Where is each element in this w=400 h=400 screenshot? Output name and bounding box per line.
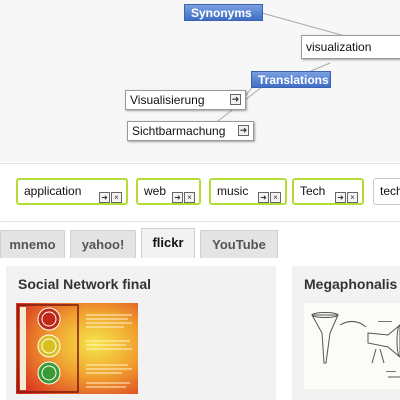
translation-text: Sichtbarmachung (132, 124, 226, 138)
tag-music[interactable]: music ➜× (209, 178, 287, 205)
tab-yahoo[interactable]: yahoo! (70, 230, 136, 258)
tag-label: tech (380, 184, 400, 198)
tab-label: yahoo! (81, 237, 125, 252)
tag-graph: Synonyms visualization Translations Visu… (0, 0, 400, 162)
center-term-node[interactable]: visualization (301, 35, 400, 59)
source-tabs: mnemo yahoo! flickr YouTube (0, 228, 400, 258)
tag-strip: application ➜× web ➜× music ➜× Tech ➜× t… (0, 163, 400, 222)
tab-label: mnemo (9, 237, 56, 252)
x-box-icon[interactable]: × (184, 192, 195, 204)
tag-label: application (24, 184, 82, 198)
arrow-box-icon[interactable]: ➜ (172, 192, 183, 204)
translations-label[interactable]: Translations (251, 71, 331, 88)
tab-mnemo[interactable]: mnemo (0, 230, 65, 258)
x-box-icon[interactable]: × (347, 192, 358, 204)
tag-tech[interactable]: Tech ➜× (292, 178, 364, 205)
result-card[interactable]: Megaphonalis (292, 266, 400, 400)
translations-label-text: Translations (258, 73, 329, 87)
tag-tech-partial[interactable]: tech (373, 178, 400, 205)
synonyms-label[interactable]: Synonyms (184, 4, 263, 21)
center-term-text: visualization (306, 40, 372, 54)
tag-web[interactable]: web ➜× (136, 178, 201, 205)
arrow-box-icon[interactable]: ➜ (258, 192, 269, 204)
translation-text: Visualisierung (130, 93, 205, 107)
x-box-icon[interactable]: × (270, 192, 281, 204)
arrow-box-icon[interactable]: ➜ (230, 94, 241, 105)
tab-flickr[interactable]: flickr (141, 228, 195, 258)
result-thumbnail[interactable] (16, 303, 138, 394)
results-panel: Social Network final (0, 258, 400, 400)
arrow-box-icon[interactable]: ➜ (238, 125, 249, 136)
result-card[interactable]: Social Network final (6, 266, 276, 400)
synonyms-label-text: Synonyms (191, 6, 252, 20)
translation-node-visualisierung[interactable]: Visualisierung ➜ (125, 90, 246, 110)
arrow-box-icon[interactable]: ➜ (99, 192, 110, 204)
tag-application[interactable]: application ➜× (16, 178, 128, 205)
result-thumbnail[interactable] (304, 303, 400, 389)
tag-label: music (217, 184, 249, 198)
link-synonyms-center (261, 12, 346, 37)
tab-label: flickr (152, 235, 184, 250)
tag-label: Tech (300, 184, 326, 198)
arrow-box-icon[interactable]: ➜ (335, 192, 346, 204)
tab-label: YouTube (212, 237, 266, 252)
result-title[interactable]: Social Network final (18, 276, 152, 292)
result-title[interactable]: Megaphonalis (304, 276, 398, 292)
translation-node-sichtbarmachung[interactable]: Sichtbarmachung ➜ (127, 121, 254, 141)
tab-youtube[interactable]: YouTube (200, 230, 278, 258)
tag-label: web (144, 184, 167, 198)
x-box-icon[interactable]: × (111, 192, 122, 204)
